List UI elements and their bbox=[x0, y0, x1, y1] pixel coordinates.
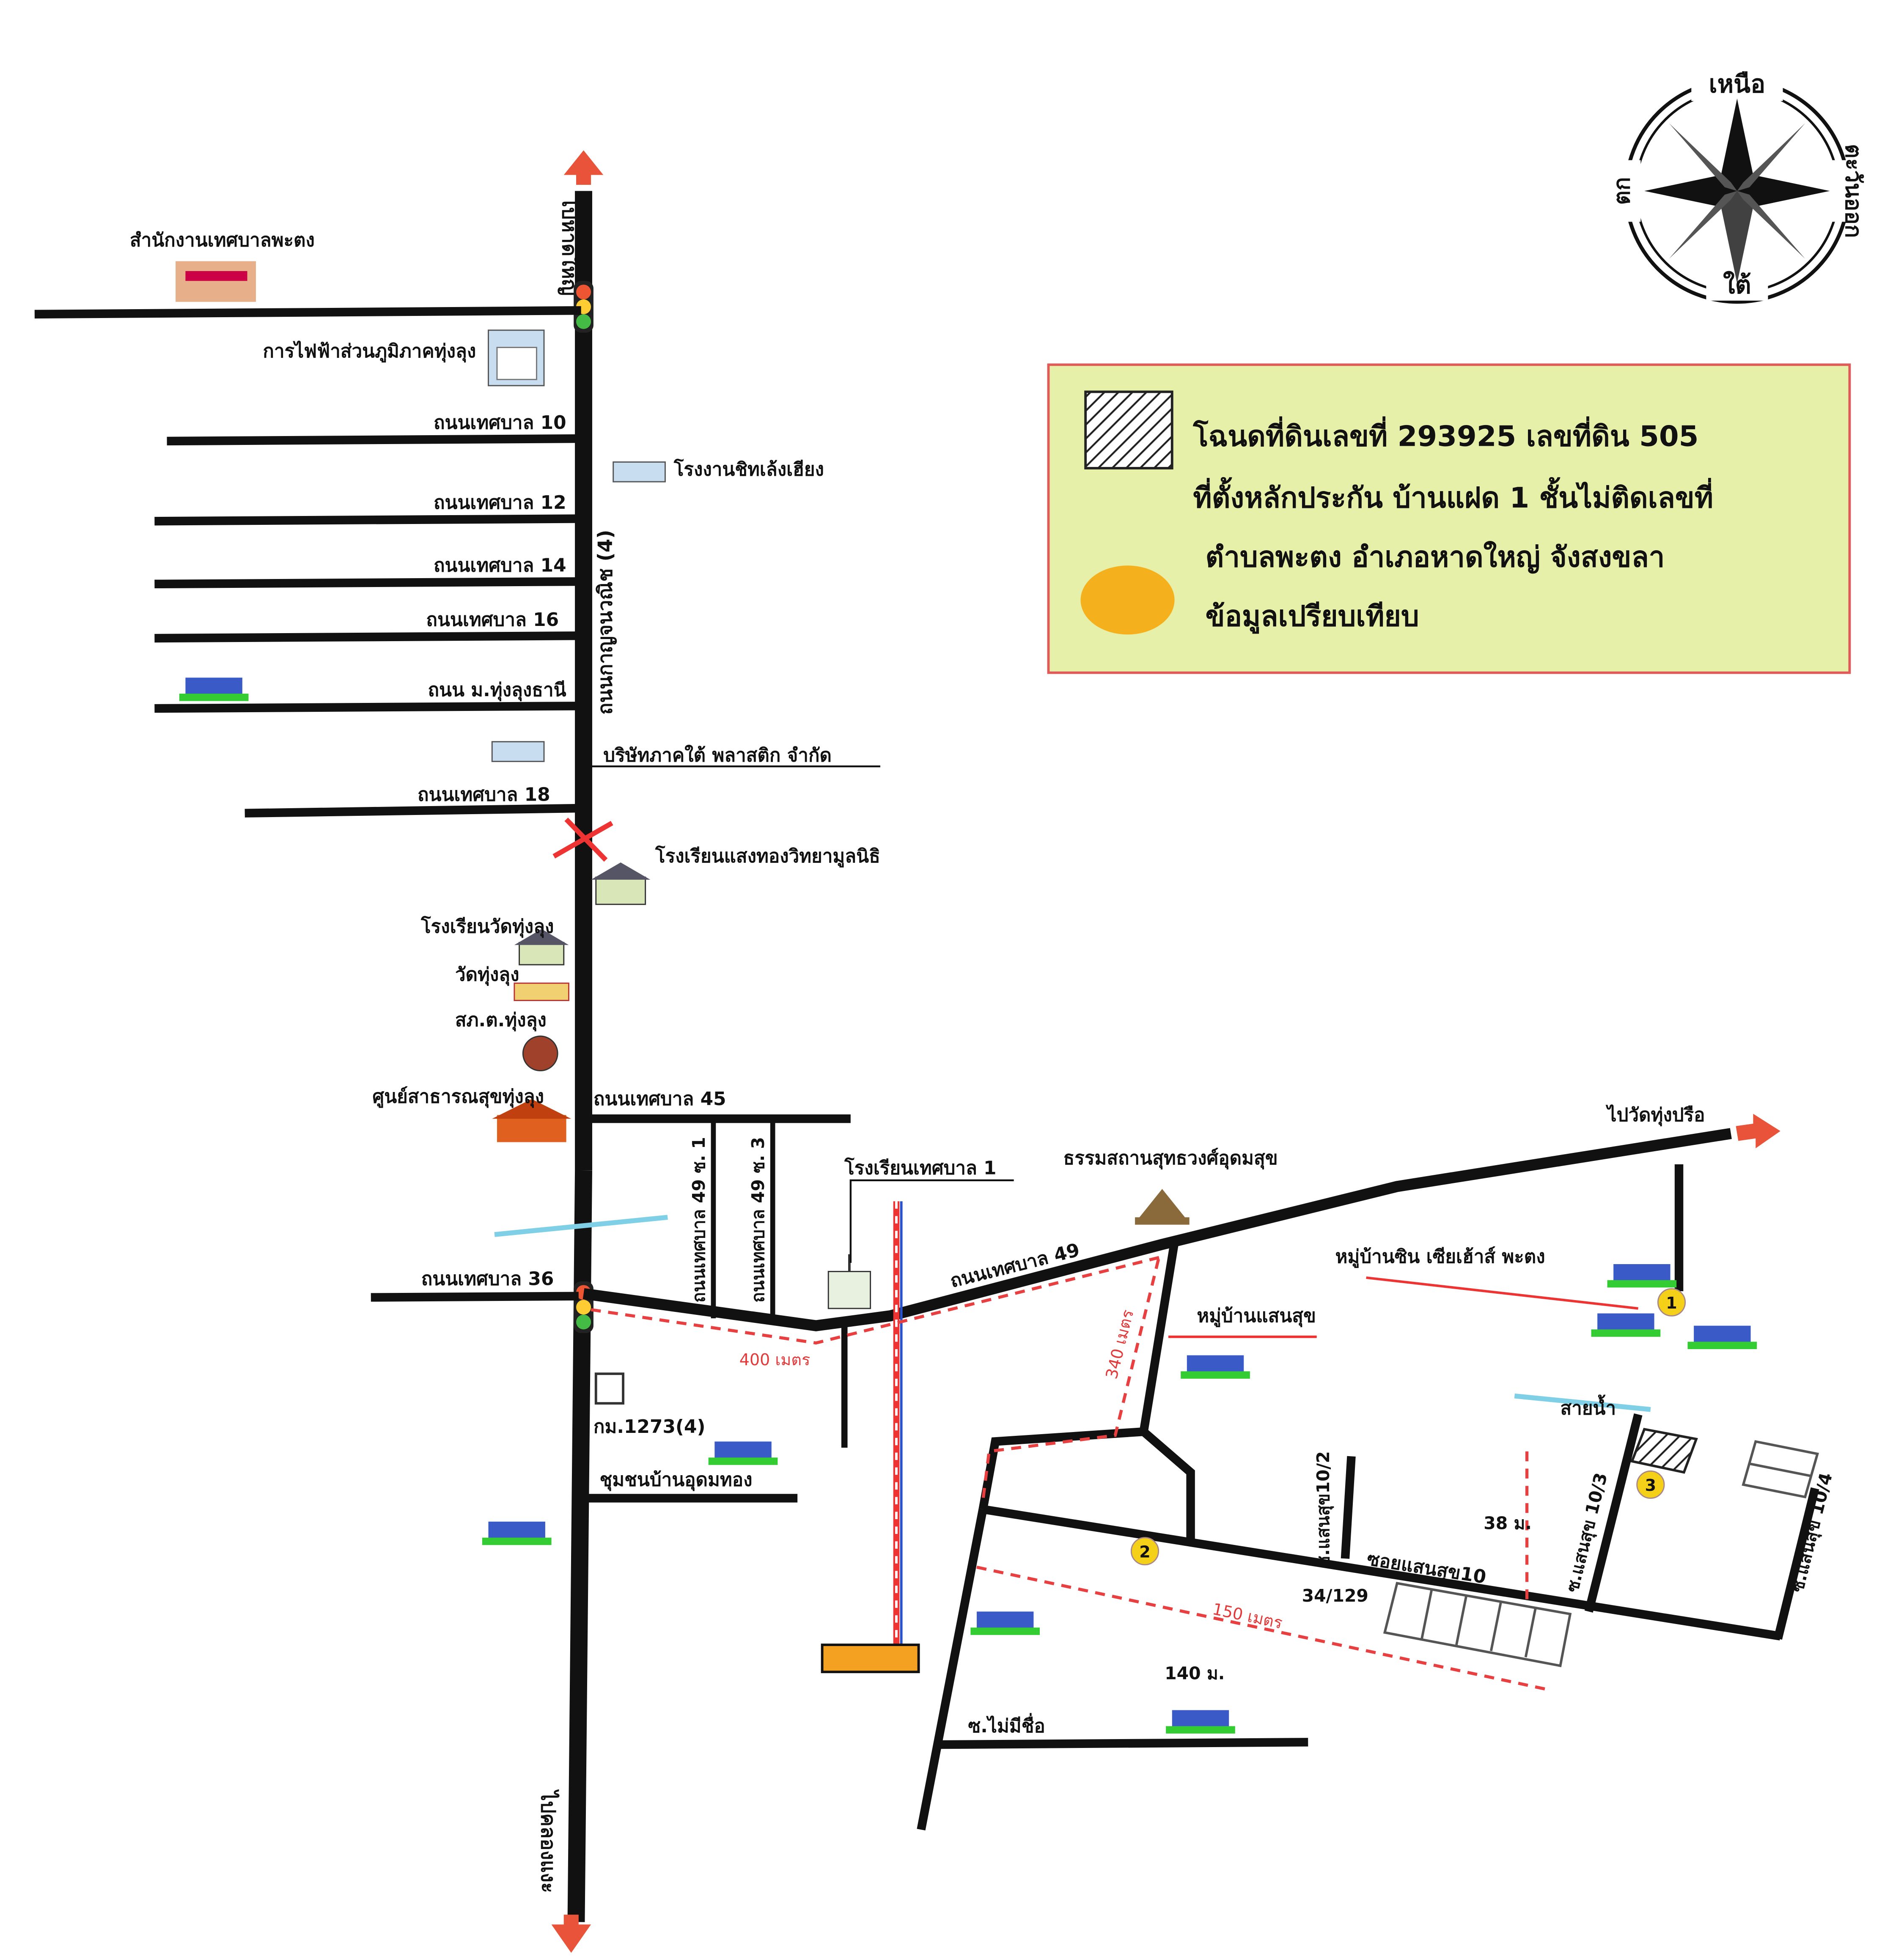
police-icon bbox=[522, 1035, 558, 1072]
place-label-temple: วัดทุ่งลุง bbox=[455, 964, 519, 986]
direction-north-label: ไปหาดใหญ่ bbox=[558, 195, 581, 296]
place-label-village-sin: หมู่บ้านซิน เซียเฮ้าส์ พะตง bbox=[1335, 1246, 1545, 1268]
place-label-company: บริษัทภาคใต้ พลาสติก จำกัด bbox=[603, 744, 832, 766]
road-label-r49-3: ถนนเทศบาล 49 ซ. 3 bbox=[748, 1137, 768, 1303]
distance-38: 38 ม. bbox=[1484, 1513, 1532, 1533]
place-label-municipal: สำนักงานเทศบาลพะตง bbox=[130, 230, 315, 251]
place-label-community: ชุมชนบ้านอุดมทอง bbox=[600, 1469, 753, 1491]
svg-text:1: 1 bbox=[1666, 1294, 1677, 1312]
legend-hatch-swatch bbox=[1084, 390, 1173, 469]
compass-north-label: เหนือ bbox=[1709, 70, 1766, 99]
collateral-lot-hatched bbox=[1630, 1428, 1698, 1474]
pointer-line bbox=[849, 1179, 1014, 1263]
svg-text:3: 3 bbox=[1645, 1476, 1656, 1495]
house-icon bbox=[1607, 1264, 1677, 1288]
house-icon bbox=[1591, 1313, 1661, 1337]
house-icon bbox=[179, 678, 249, 701]
road-thesaban-49 bbox=[582, 1128, 1732, 1331]
place-label-police: สภ.ต.ทุ่งลุง bbox=[455, 1010, 547, 1032]
train-icon bbox=[821, 1643, 920, 1674]
soi-49 bbox=[711, 1121, 775, 1319]
km-marker-icon bbox=[594, 1372, 624, 1405]
legend-line-1: โฉนดที่ดินเลขที่ 293925 เลขที่ดิน 505 bbox=[1192, 416, 1698, 453]
canal-line bbox=[1514, 1393, 1651, 1412]
house-icon bbox=[1687, 1325, 1757, 1349]
south-arrow-icon bbox=[551, 1915, 591, 1953]
legend-box bbox=[1047, 363, 1851, 674]
school-icon bbox=[514, 929, 569, 966]
compass-west-label: ตก bbox=[1609, 177, 1635, 205]
temple-icon bbox=[514, 982, 569, 1001]
building-icon bbox=[176, 261, 256, 302]
road-label-km: กม.1273(4) bbox=[593, 1416, 706, 1438]
health-center-icon bbox=[492, 1099, 571, 1142]
legend-line-3: ตำบลพะตง อำเภอหาดใหญ่ จังสงขลา bbox=[1206, 540, 1665, 573]
main-road-label: ถนนกาญจนวณิช (4) bbox=[594, 530, 617, 714]
house-icon bbox=[1181, 1355, 1250, 1379]
house-icon bbox=[482, 1521, 552, 1545]
legend-line-4: ข้อมูลเปรียบเทียบ bbox=[1206, 600, 1419, 634]
direction-east-label: ไปวัดทุ่งปรือ bbox=[1606, 1104, 1705, 1127]
place-label-electric: การไฟฟ้าส่วนภูมิภาคทุ่งลุง bbox=[263, 340, 476, 363]
road-label-r16: ถนนเทศบาล 16 bbox=[426, 609, 559, 631]
canal-label: สายน้ำ bbox=[1560, 1394, 1616, 1419]
house-icon bbox=[1166, 1710, 1235, 1734]
distance-400: 400 เมตร bbox=[739, 1350, 811, 1369]
road-label-soi-10-2: ซ.แสนสุข10/2 bbox=[1313, 1451, 1334, 1567]
distance-140: 140 ม. bbox=[1165, 1663, 1225, 1684]
distance-lines bbox=[591, 1255, 1552, 1692]
house-icon bbox=[970, 1611, 1040, 1635]
place-label-school-1: โรงเรียนเทศบาล 1 bbox=[844, 1157, 996, 1179]
building-icon bbox=[491, 741, 545, 762]
railway bbox=[821, 1201, 920, 1674]
road-label-r49-1: ถนนเทศบาล 49 ซ. 1 bbox=[689, 1137, 709, 1303]
distance-340: 340 เมตร bbox=[1102, 1308, 1137, 1381]
legend: โฉนดที่ดินเลขที่ 293925 เลขที่ดิน 505 ที… bbox=[1047, 363, 1851, 674]
road-label-r45: ถนนเทศบาล 45 bbox=[593, 1088, 726, 1110]
road-label-r10: ถนนเทศบาล 10 bbox=[434, 412, 566, 434]
house-number-label: 34/129 bbox=[1302, 1586, 1368, 1606]
building-icon bbox=[613, 461, 666, 483]
marker-1: 1 bbox=[1657, 1288, 1686, 1317]
compass-south-label: ใต้ bbox=[1723, 270, 1751, 299]
school-icon bbox=[591, 862, 651, 905]
north-arrow-icon bbox=[563, 150, 604, 185]
village-roads bbox=[917, 1164, 1819, 1831]
shrine-icon bbox=[1135, 1189, 1190, 1225]
house-icon bbox=[708, 1441, 778, 1465]
school-icon bbox=[827, 1254, 871, 1309]
marker-3: 3 bbox=[1636, 1470, 1665, 1499]
place-label-health: ศูนย์สาธารณสุขทุ่งลุง bbox=[372, 1086, 544, 1108]
legend-dot-swatch bbox=[1080, 565, 1175, 635]
road-label-r36: ถนนเทศบาล 36 bbox=[421, 1268, 554, 1290]
place-label-factory: โรงงานชิทเล้งเฮียง bbox=[673, 458, 824, 480]
road-label-r12: ถนนเทศบาล 12 bbox=[434, 492, 566, 513]
housing-lots bbox=[1383, 1582, 1572, 1668]
marker-2: 2 bbox=[1130, 1537, 1159, 1566]
east-arrow-icon bbox=[1736, 1114, 1780, 1149]
no-entry-icon bbox=[552, 818, 613, 862]
road-label-thungsung: ถนน ม.ทุ่งลุงธานี bbox=[428, 679, 566, 702]
distance-150: 150 เมตร bbox=[1211, 1600, 1284, 1632]
place-label-school-saengthong: โรงเรียนแสงทองวิทยามูลนิธิ bbox=[655, 845, 880, 867]
canal-line bbox=[494, 1215, 668, 1237]
place-label-village-saensuk: หมู่บ้านแสนสุข bbox=[1197, 1305, 1316, 1328]
place-label-school-wat: โรงเรียนวัดทุ่งลุง bbox=[420, 915, 554, 938]
compass-rose: เหนือ ใต้ ตก ตะวันออก bbox=[1609, 70, 1866, 304]
direction-south-label: ไปคลองแงะ bbox=[536, 1789, 560, 1893]
compass-east-label: ตะวันออก bbox=[1841, 144, 1866, 238]
place-label-shrine: ธรรมสถานสุทธวงศ์อุดมสุข bbox=[1063, 1147, 1278, 1170]
road-label-r18: ถนนเทศบาล 18 bbox=[418, 784, 550, 806]
comparison-lot bbox=[1742, 1440, 1819, 1498]
road-label-soi-noname: ซ.ไม่มีชื่อ bbox=[968, 1713, 1045, 1737]
legend-line-2: ที่ตั้งหลักประกัน บ้านแฝด 1 ชั้นไม่ติดเล… bbox=[1193, 477, 1713, 514]
svg-text:2: 2 bbox=[1139, 1542, 1150, 1561]
side-roads bbox=[34, 306, 851, 1503]
pointer-arrow bbox=[1366, 1276, 1638, 1310]
building-icon bbox=[488, 329, 545, 387]
road-label-r14: ถนนเทศบาล 14 bbox=[434, 555, 566, 576]
